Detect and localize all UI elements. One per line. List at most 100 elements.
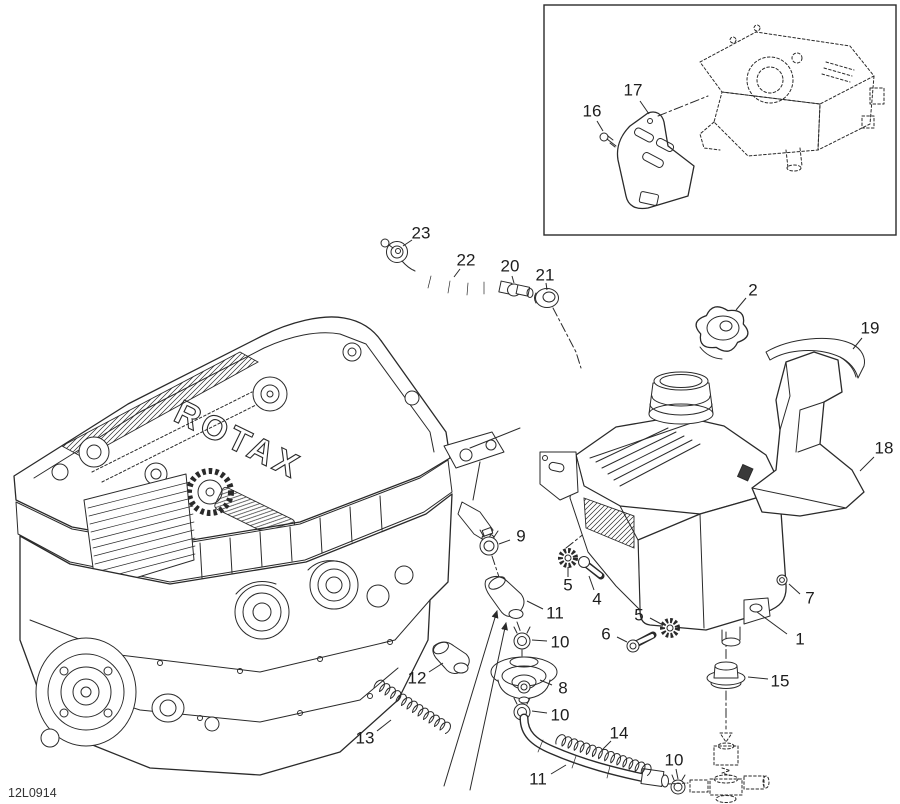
- leader-line-5b: [649, 617, 664, 626]
- leader-line-11a: [526, 600, 544, 610]
- callout-19: 19: [861, 318, 880, 337]
- callout-20: 20: [501, 256, 520, 275]
- callout-12: 12: [408, 668, 427, 687]
- callout-1: 1: [795, 629, 804, 648]
- leader-line-14: [601, 740, 612, 751]
- sprocket-decal: [186, 468, 234, 516]
- leader-line-4: [588, 575, 595, 591]
- mounting-hardware: [558, 548, 680, 653]
- filter-cup-8: [490, 656, 558, 704]
- leader-line-8: [539, 679, 553, 686]
- vent-check-valve: [380, 238, 416, 272]
- leader-line-19: [852, 337, 863, 350]
- callout-2: 2: [748, 280, 757, 299]
- oil-pump-outlet-stub: [457, 501, 495, 543]
- oil-tank: [539, 371, 788, 689]
- leader-line-18: [859, 456, 875, 472]
- callout-11b: 11: [529, 769, 547, 788]
- lock-washer-5a: [558, 548, 578, 568]
- lock-washer-5b: [660, 618, 680, 638]
- drawing-code: 12L0914: [8, 786, 57, 800]
- leader-line-10a: [531, 639, 548, 642]
- elbow-fitting-11: [484, 576, 525, 619]
- leader-line-22: [453, 268, 461, 278]
- callout-11a: 11: [546, 603, 564, 622]
- inline-fitting: [498, 280, 534, 298]
- tank-label-recess: [583, 497, 635, 549]
- engine-illustration: ROTAX: [13, 316, 521, 776]
- callout-16: 16: [583, 101, 602, 120]
- callout-17: 17: [624, 80, 643, 99]
- leader-line-6: [616, 636, 628, 643]
- callout-23: 23: [412, 223, 431, 242]
- callout-15: 15: [771, 671, 790, 690]
- callout-8: 8: [558, 678, 567, 697]
- callout-7: 7: [805, 588, 814, 607]
- leader-line-15: [747, 676, 769, 680]
- nut-part7: [776, 574, 788, 586]
- callout-14: 14: [610, 723, 629, 742]
- leader-line-2: [735, 297, 747, 311]
- bolt-6: [626, 631, 657, 653]
- leader-line-20: [511, 275, 515, 284]
- hose-clamp-9: [479, 526, 499, 556]
- starter-boss: [151, 693, 185, 723]
- callout-13: 13: [356, 728, 375, 747]
- engine-intake-grille: [61, 351, 259, 459]
- shield-part18: [751, 351, 865, 517]
- inset-oil-tank-reference: [699, 24, 885, 172]
- leader-line-12: [428, 662, 444, 673]
- leader-line-16: [596, 120, 604, 132]
- leader-line-10c: [675, 768, 679, 780]
- leader-line-11b: [550, 764, 567, 775]
- callout-18: 18: [875, 438, 894, 457]
- tank-filler-neck: [648, 371, 714, 425]
- leader-line-10b: [531, 710, 548, 714]
- vent-hose: [412, 267, 502, 291]
- leader-line-7: [788, 583, 801, 595]
- engine-fin-panel: [83, 473, 195, 591]
- tank-left-bracket: [539, 451, 579, 501]
- inset-border: [543, 4, 897, 236]
- callout-10c: 10: [665, 750, 684, 769]
- leader-line-9: [498, 539, 511, 545]
- callout-5a: 5: [563, 575, 572, 594]
- grommet-part15: [706, 661, 746, 689]
- throttle-bracket: [443, 427, 521, 501]
- hose-end-fitting: [640, 768, 665, 787]
- callout-9: 9: [516, 526, 525, 545]
- leader-line-13: [376, 719, 392, 732]
- oil-feed-column: [479, 526, 558, 721]
- callout-10b: 10: [551, 705, 570, 724]
- check-valve-reference: [667, 732, 770, 803]
- leader-line-17: [639, 100, 650, 115]
- elbow-fitting-12: [432, 641, 470, 674]
- callout-21: 21: [536, 265, 555, 284]
- supply-hose-11: [519, 713, 669, 788]
- leader-line-23: [402, 239, 413, 247]
- callout-10a: 10: [551, 632, 570, 651]
- leader-line-21: [545, 282, 548, 291]
- carburetors: [234, 560, 414, 640]
- filler-cap-knob: [695, 306, 749, 360]
- callout-4: 4: [592, 589, 601, 608]
- assembly-arrows: [443, 610, 508, 791]
- inset-detail-box: [543, 4, 897, 236]
- hose-clamp-10a: [513, 626, 531, 650]
- vent-hose-assembly: [380, 238, 559, 308]
- inset-alignment-line: [657, 95, 709, 117]
- screw-part16: [599, 132, 617, 148]
- callout-5b: 5: [634, 605, 643, 624]
- leader-line-1: [756, 611, 788, 635]
- spring-14: [555, 734, 652, 776]
- spring-13: [373, 679, 451, 734]
- vent-grommet: [534, 288, 559, 308]
- output-pulley: [35, 637, 137, 748]
- guard-strip-part19: [765, 337, 865, 379]
- tank-outlet-clamp: [736, 463, 754, 482]
- bolt-4: [578, 556, 605, 580]
- callout-22: 22: [457, 250, 476, 269]
